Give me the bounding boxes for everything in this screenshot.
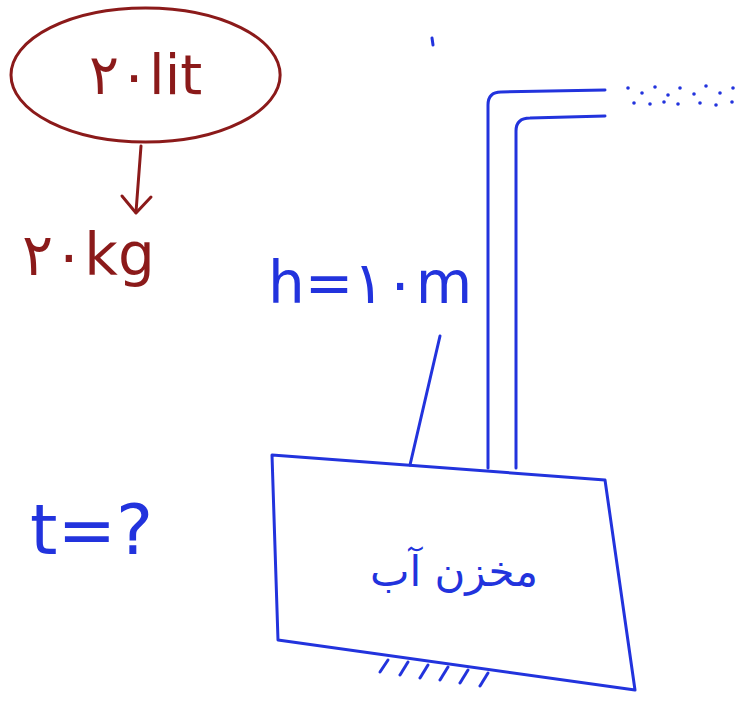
arrow: [122, 146, 151, 213]
pipe-inner-wall: [516, 116, 605, 468]
pipe-outer-wall: [488, 90, 605, 468]
water-spray: [626, 84, 735, 107]
mass-value: ۲۰kg: [22, 222, 155, 289]
unknown-time: t=?: [30, 490, 153, 571]
water-tank: مخزن آب: [268, 450, 640, 695]
node-text: ۲۰lit: [89, 43, 202, 107]
circled-volume: ۲۰lit: [8, 5, 283, 145]
ground-hatch: [380, 660, 488, 686]
tank-outline: [272, 455, 635, 690]
ellipse-outline: [11, 8, 280, 142]
height-value: h=۱۰m: [268, 250, 472, 317]
height-line: [410, 336, 440, 465]
tick-mark: [432, 38, 433, 45]
node-text: مخزن آب: [370, 548, 538, 596]
